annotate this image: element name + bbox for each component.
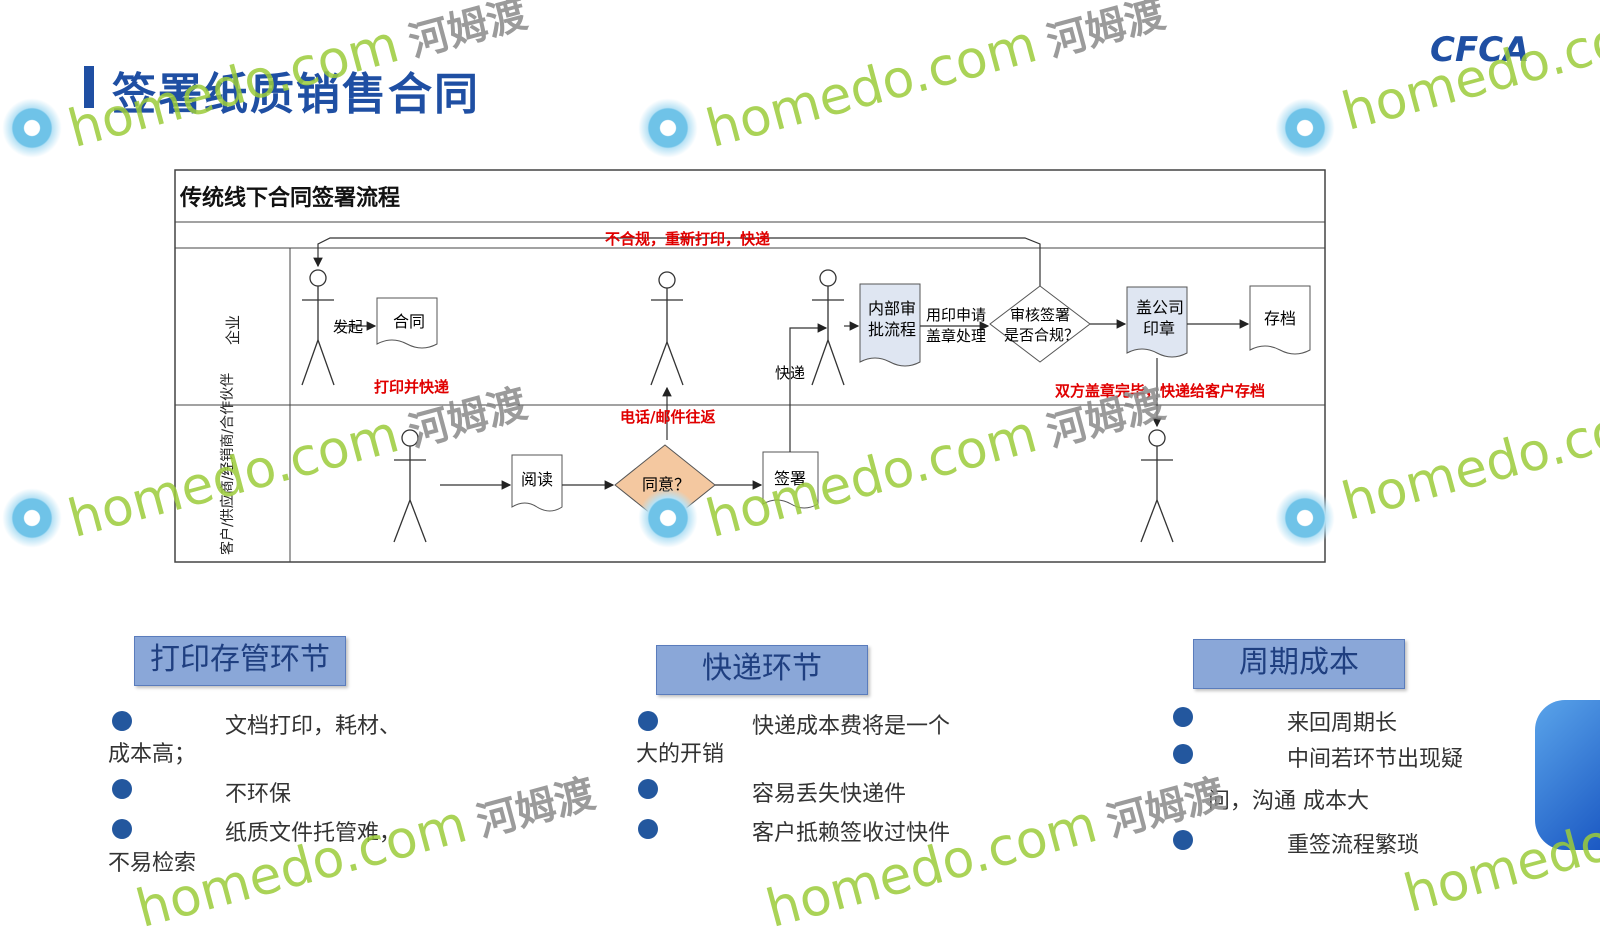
bullet-dot [112, 779, 132, 799]
section-header-cycle: 周期成本 [1193, 639, 1405, 689]
actor-enterprise-2 [650, 271, 684, 386]
actor-customer-1 [393, 429, 427, 543]
section-header-express: 快递环节 [656, 645, 868, 695]
actor-enterprise-1 [301, 269, 335, 386]
diamond-review-line1: 审核签署 [1010, 306, 1070, 324]
label-phone-email: 电话/邮件往返 [620, 408, 715, 426]
bullet-text: 不环保 [225, 782, 292, 807]
doc-internal-approval [859, 283, 921, 367]
doc-contract [376, 297, 438, 349]
bullet-text: 客户抵赖签收过快件 [752, 821, 951, 846]
bullet-dot [638, 779, 658, 799]
bullet-text: 重签流程繁琐 [1287, 833, 1420, 858]
bullet-text: 来回周期长 [1287, 711, 1398, 736]
label-apply-stamp-1: 用印申请 [926, 306, 986, 324]
doc-internal-approval-line2: 批流程 [868, 320, 916, 339]
diamond-review [989, 285, 1091, 363]
doc-sign-label: 签署 [774, 469, 806, 488]
doc-archive-label: 存档 [1264, 309, 1296, 328]
label-express: 快递 [775, 364, 805, 382]
bullet-text-cont: 成本高； [108, 742, 197, 767]
section-header-print: 打印存管环节 [134, 636, 346, 686]
bullet-dot [638, 711, 658, 731]
title-accent-bar [84, 66, 94, 108]
doc-read [511, 454, 563, 512]
bullet-dot [112, 711, 132, 731]
contract-flow-diagram: 传统线下合同签署流程 企业 客户/供应商/经销商/合作伙伴 合同 阅读 签署 内… [174, 169, 1326, 563]
bullet-text: 纸质文件托管难， [225, 821, 402, 846]
doc-read-label: 阅读 [521, 470, 553, 489]
label-initiate: 发起 [333, 318, 363, 336]
edge-decoration [1535, 700, 1600, 850]
bullet-dot [1173, 707, 1193, 727]
lane-label-enterprise: 企业 [224, 315, 242, 345]
bullet-text: 容易丢失快递件 [752, 782, 907, 807]
bullet-text: 快递成本费将是一个 [752, 714, 951, 739]
page-title: 签署纸质销售合同 [112, 69, 480, 120]
doc-stamp-line2: 印章 [1143, 319, 1175, 338]
doc-sign [762, 451, 819, 509]
doc-stamp [1126, 286, 1188, 358]
bullet-text-cont: 不易检索 [108, 851, 197, 876]
bullet-dot [638, 819, 658, 839]
doc-stamp-line1: 盖公司 [1136, 298, 1184, 317]
diamond-agree-label: 同意？ [642, 475, 690, 494]
bullet-text: 中间若环节出现疑 [1287, 747, 1464, 772]
label-print-express: 打印并快递 [374, 378, 449, 396]
bullet-dot [1173, 830, 1193, 850]
bullet-dot [1173, 744, 1193, 764]
doc-internal-approval-line1: 内部审 [868, 299, 916, 318]
label-apply-stamp-2: 盖章处理 [926, 327, 986, 345]
bullet-text-cont: 问，沟通 成本大 [1208, 789, 1369, 814]
label-both-stamped: 双方盖章完毕，快递给客户存档 [1055, 382, 1265, 400]
label-noncompliant: 不合规，重新打印，快递 [605, 230, 770, 248]
flow-connectors [313, 237, 1250, 490]
doc-archive [1249, 285, 1311, 355]
diagram-heading: 传统线下合同签署流程 [179, 185, 400, 211]
diamond-review-line2: 是否合规？ [1004, 326, 1079, 344]
bullet-text-cont: 大的开销 [636, 742, 725, 767]
actor-enterprise-3 [811, 269, 845, 386]
bullet-text: 文档打印，耗材、 [225, 714, 402, 739]
doc-contract-label: 合同 [393, 312, 425, 331]
lane-label-customer: 客户/供应商/经销商/合作伙伴 [219, 373, 236, 555]
cfca-logo: CFCA [1430, 30, 1530, 70]
diagram-frame [174, 169, 1326, 563]
actor-customer-2 [1140, 429, 1174, 543]
bullet-dot [112, 819, 132, 839]
